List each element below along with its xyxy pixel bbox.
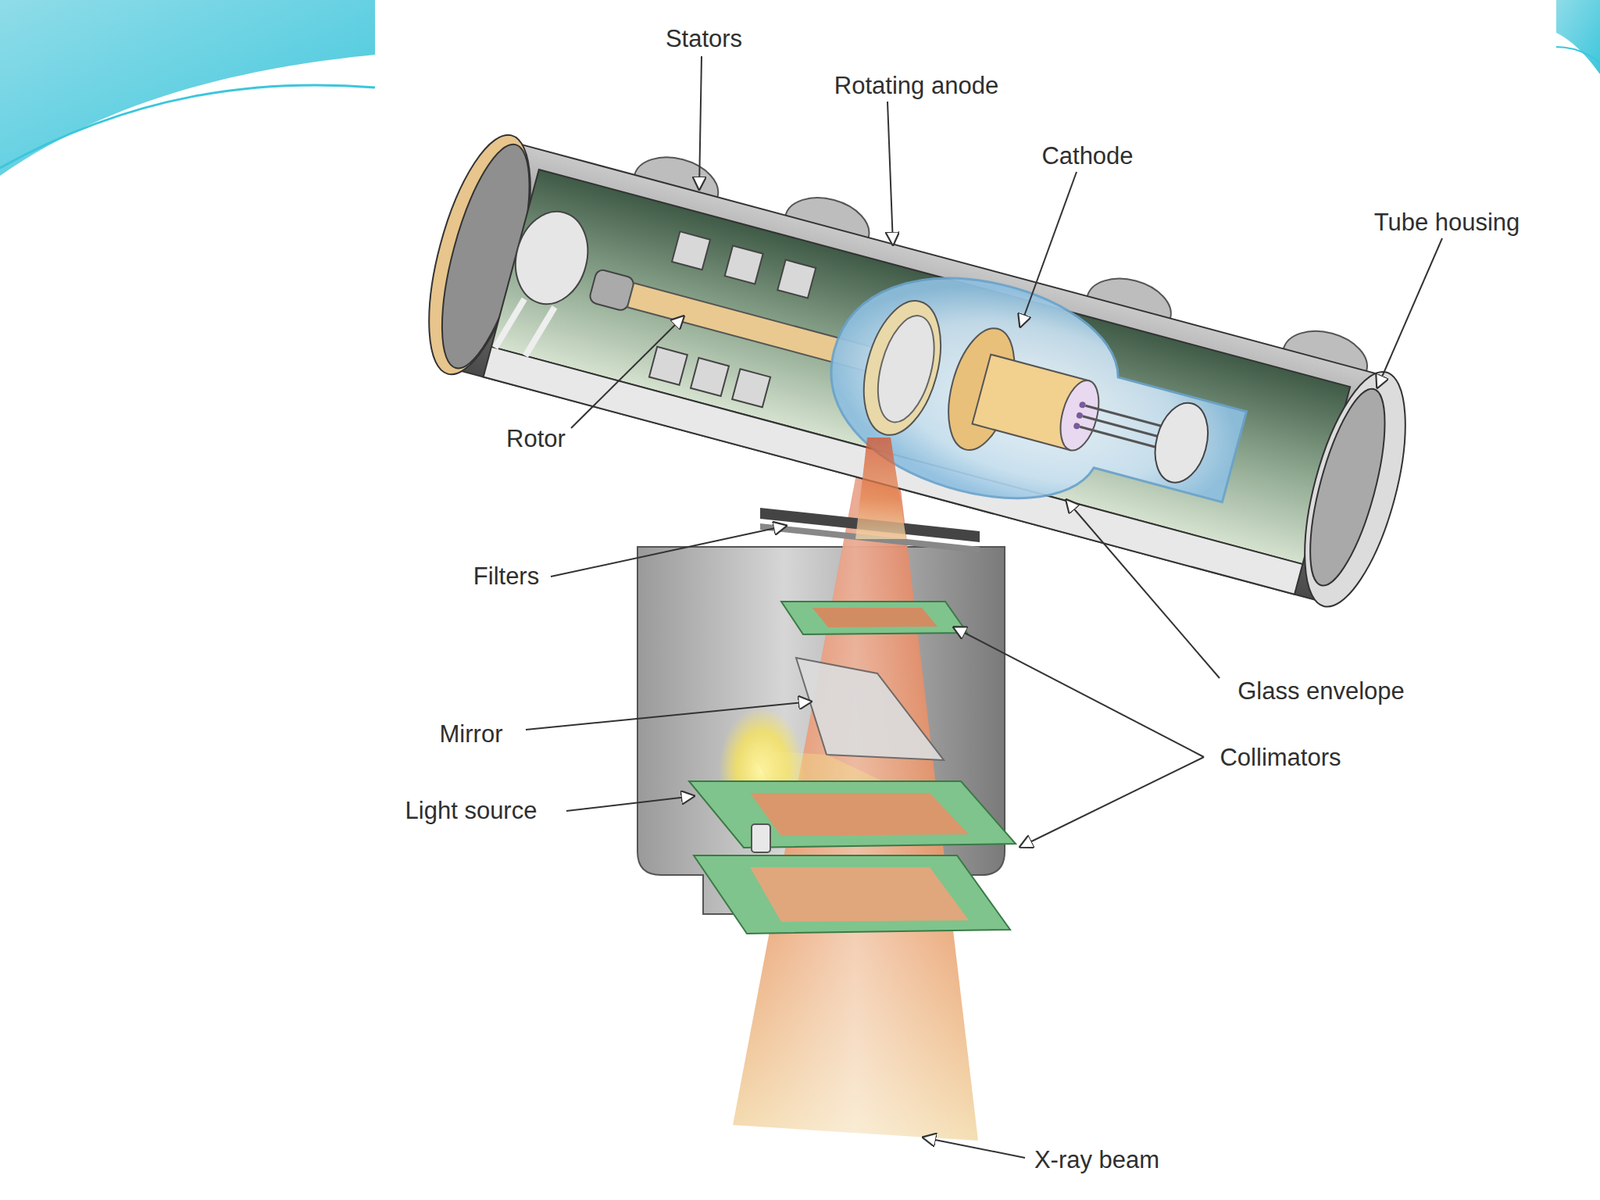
mirror-plate: [796, 657, 944, 761]
slide-swoosh-line: [0, 85, 375, 168]
leader-line: [887, 101, 893, 245]
leader-line: [699, 56, 702, 190]
slide-swoosh: [1556, 0, 1600, 75]
leader-line: [1020, 171, 1077, 327]
collimator-aperture: [750, 792, 969, 836]
part-label: X-ray beam: [1034, 1146, 1160, 1175]
part-label: Collimators: [1219, 743, 1341, 772]
leader-line: [566, 796, 694, 811]
part-label: Glass envelope: [1237, 677, 1405, 706]
leader-line: [550, 525, 786, 577]
leader-line: [571, 316, 684, 429]
tube-assembly: [408, 104, 1433, 619]
x-ray-beam: [855, 437, 907, 540]
leader-line: [525, 701, 811, 730]
lamp: [751, 824, 771, 853]
slide-swoosh: [0, 0, 375, 176]
collimator-aperture: [812, 607, 938, 628]
collimator-plate: [693, 855, 1011, 934]
leader-lines: [525, 56, 1443, 1158]
part-label: Rotor: [506, 425, 566, 454]
leader-line: [953, 627, 1204, 758]
part-label: Filters: [473, 562, 540, 591]
slide-swoosh-line: [1556, 46, 1600, 63]
collimator-plate: [689, 781, 1016, 848]
part-label: Cathode: [1041, 142, 1133, 171]
part-label: Mirror: [439, 720, 504, 749]
leader-line: [923, 1137, 1025, 1158]
leader-line: [1066, 500, 1220, 679]
part-label: Tube housing: [1374, 208, 1521, 237]
part-label: Light source: [405, 796, 538, 825]
part-label: Stators: [665, 25, 743, 54]
leader-line: [1020, 757, 1204, 847]
leader-line: [1377, 238, 1443, 388]
collimator-plate: [781, 601, 968, 635]
collimator-aperture: [750, 867, 969, 922]
part-label: Rotating anode: [834, 71, 999, 100]
